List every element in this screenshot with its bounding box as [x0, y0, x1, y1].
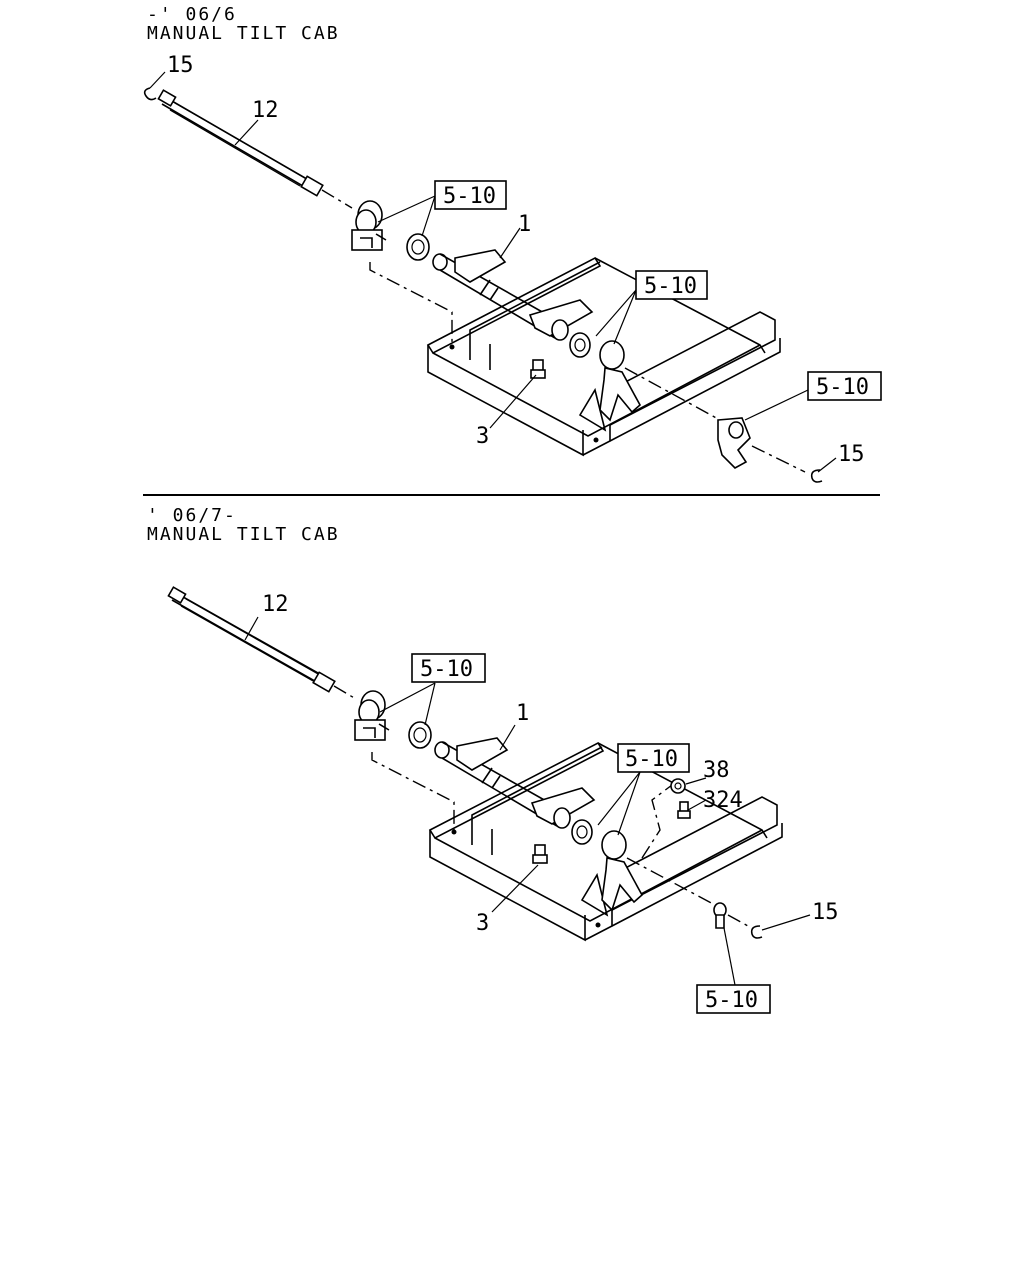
section2-bushing-right [571, 819, 593, 845]
section1-ref-box-right [807, 371, 882, 401]
section1-clip-bottom [810, 469, 823, 483]
section1-frame [426, 256, 781, 457]
section2-bushing-left [408, 721, 432, 749]
section1-period: -' 06/6 [147, 4, 237, 25]
section1-bushing-left [406, 233, 430, 261]
section1-callout-5-10-mid: 5-10 [644, 274, 697, 299]
section2-callout-324: 324 [703, 788, 743, 813]
section2-nut-38 [670, 778, 686, 794]
section1-callout-5-10-left: 5-10 [443, 184, 496, 209]
section1-ref-box-left [434, 180, 507, 210]
section1-callout-15-top: 15 [167, 53, 194, 78]
section2-bolt-324 [677, 801, 691, 819]
section2-callout-12: 12 [262, 592, 289, 617]
section2-callout-38: 38 [703, 758, 730, 783]
section1-bolt [530, 359, 546, 379]
section2-callout-15: 15 [812, 900, 839, 925]
section2-bolt [532, 844, 548, 864]
section2-clip [750, 925, 763, 939]
section1-callout-5-10-right: 5-10 [816, 375, 869, 400]
section2-pin [713, 902, 727, 929]
section2-diagram: 12 5-10 1 5-10 38 324 15 3 5-10 [167, 586, 839, 1014]
section2-title: MANUAL TILT CAB [147, 524, 340, 545]
section2-torsion-bar [167, 586, 336, 693]
section2-ref-box-left [411, 653, 486, 683]
section1-bracket-right [599, 340, 642, 422]
section1-cross-shaft [432, 249, 594, 341]
section2-period: ' 06/7- [147, 505, 237, 526]
section1-callout-3: 3 [476, 424, 489, 449]
section1-clip-top [143, 87, 157, 101]
section1-torsion-bar [157, 89, 324, 197]
section2-callout-5-10-mid: 5-10 [625, 747, 678, 772]
section2-ref-box-bottom [696, 984, 771, 1014]
section1-callout-1: 1 [518, 212, 531, 237]
section2-callout-5-10-bottom: 5-10 [705, 988, 758, 1013]
section1-ref-box-mid [635, 270, 708, 300]
section2-bracket-left [354, 690, 390, 741]
section1-bushing-right [569, 332, 591, 358]
section1-callout-15-bottom: 15 [838, 442, 865, 467]
section1-callout-12: 12 [252, 98, 279, 123]
section2-bracket-right [601, 830, 644, 912]
section2-callout-3: 3 [476, 911, 489, 936]
section1-diagram: 15 12 5-10 1 5-10 5-10 3 15 [143, 53, 882, 483]
section1-title: MANUAL TILT CAB [147, 23, 340, 44]
section1-lever [717, 417, 751, 469]
section2-callout-1: 1 [516, 701, 529, 726]
section2-ref-box-mid [617, 743, 690, 773]
section2-frame [428, 741, 783, 942]
section2-cross-shaft [434, 737, 596, 829]
section2-callout-5-10-left: 5-10 [420, 657, 473, 682]
section1-bracket-left [351, 200, 387, 251]
